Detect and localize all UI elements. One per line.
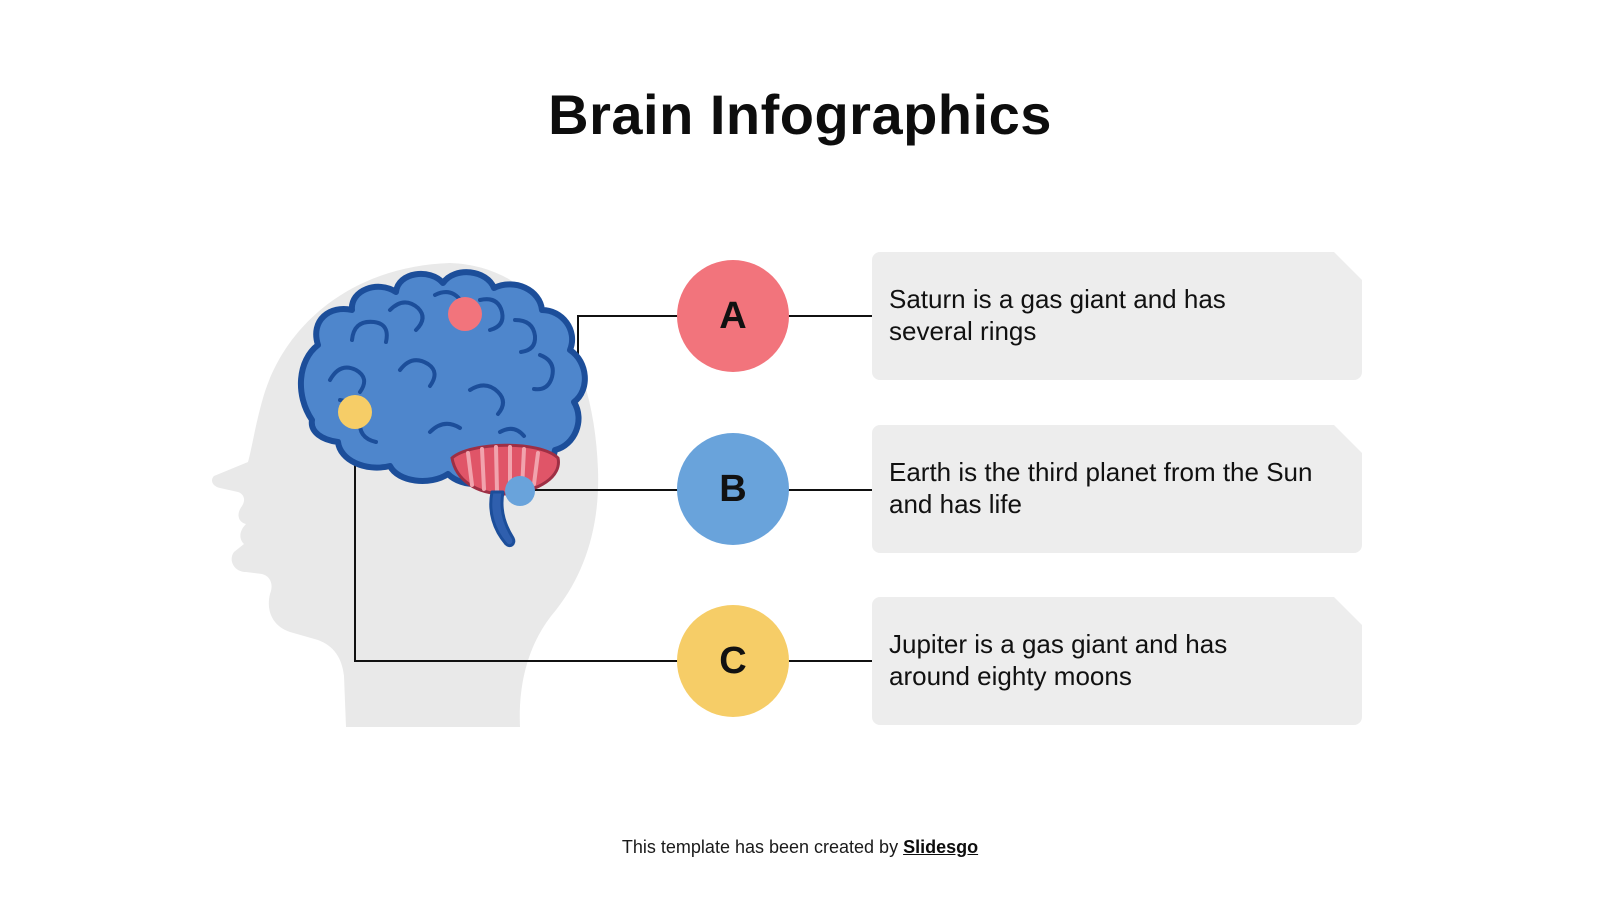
cerebellum-stripes xyxy=(466,445,540,493)
connector-line-c xyxy=(354,420,872,662)
item-c-card: Jupiter is a gas giant and has around ei… xyxy=(872,597,1362,725)
brainstem-shape xyxy=(489,490,516,548)
cerebellum-shape xyxy=(450,443,560,496)
item-c-text: Jupiter is a gas giant and has around ei… xyxy=(889,629,1228,691)
connector-lines xyxy=(354,315,872,662)
item-b-letter: B xyxy=(719,467,747,510)
item-c-badge: C xyxy=(677,605,789,717)
marker-dot-b xyxy=(505,476,535,506)
marker-dot-c xyxy=(338,395,372,429)
item-b-card: Earth is the third planet from the Sun a… xyxy=(872,425,1362,553)
slidesgo-link[interactable]: Slidesgo xyxy=(903,837,979,857)
brain-shape xyxy=(298,269,588,548)
item-b-text: Earth is the third planet from the Sun a… xyxy=(889,457,1313,519)
item-b-badge: B xyxy=(677,433,789,545)
item-a-badge: A xyxy=(677,260,789,372)
slide-title: Brain Infographics xyxy=(548,83,1052,146)
item-a-text: Saturn is a gas giant and has several ri… xyxy=(889,284,1226,346)
marker-dot-a xyxy=(448,297,482,331)
footer-credit: This template has been created by Slides… xyxy=(0,837,1600,858)
item-c-letter: C xyxy=(719,639,747,682)
item-a-card: Saturn is a gas giant and has several ri… xyxy=(872,252,1362,380)
footer-credit-text: This template has been created by xyxy=(621,837,904,857)
item-a-letter: A xyxy=(719,294,747,337)
head-silhouette-shape xyxy=(212,263,599,727)
brain-gyri-lines xyxy=(328,290,555,444)
connector-line-a xyxy=(464,315,872,376)
